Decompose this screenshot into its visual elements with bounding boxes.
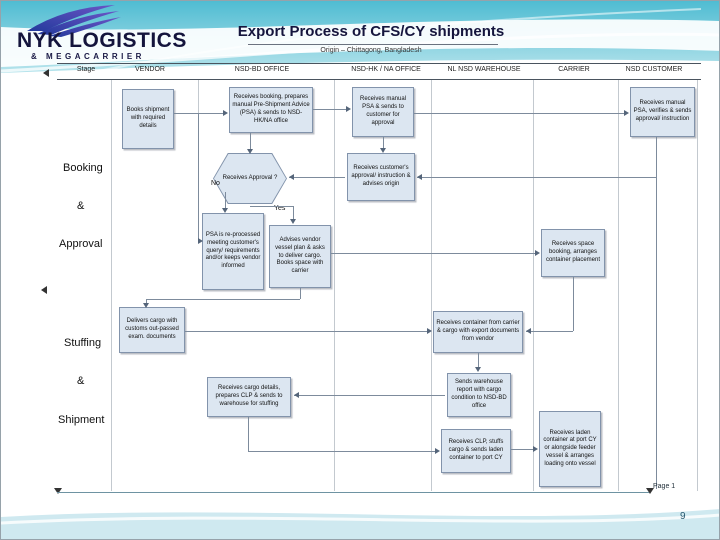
slide-subtitle: Origin – Chittagong, Bangladesh bbox=[320, 47, 422, 54]
lane-header-nsd-hk-na: NSD-HK / NA OFFICE bbox=[351, 66, 421, 73]
flow-node-cargo-details-clp: Receives cargo details, prepares CLP & s… bbox=[207, 377, 291, 417]
flow-node-warehouse-report: Sends warehouse report with cargo condit… bbox=[447, 373, 511, 417]
connector bbox=[198, 113, 199, 241]
top-banner-wave bbox=[1, 1, 719, 79]
connector bbox=[225, 192, 226, 211]
stage-label-amp1: & bbox=[77, 200, 85, 212]
flow-node-psa-reprocessed: PSA is re-processed meeting customer's q… bbox=[202, 213, 264, 290]
lane-divider bbox=[334, 80, 335, 491]
flow-node-delivers-cargo: Delivers cargo with customs out-passed e… bbox=[119, 307, 185, 353]
frame-marker-icon bbox=[41, 286, 47, 294]
title-underline bbox=[248, 44, 498, 45]
connector bbox=[526, 331, 573, 332]
arrowhead-icon bbox=[290, 219, 296, 224]
connector bbox=[573, 277, 574, 331]
lane-header-customer: NSD CUSTOMER bbox=[625, 66, 683, 73]
flow-node-receives-booking: Receives booking, prepares manual Pre-Sh… bbox=[229, 87, 313, 133]
branch-label-yes: Yes bbox=[274, 205, 286, 212]
flow-node-receives-psa: Receives manual PSA & sends to customer … bbox=[352, 87, 414, 137]
frame-marker-icon bbox=[43, 69, 49, 77]
flow-node-books-shipment: Books shipment with required details bbox=[122, 89, 174, 149]
flow-node-receives-container: Receives container from carrier & cargo … bbox=[433, 311, 523, 353]
arrowhead-icon bbox=[435, 448, 440, 454]
arrowhead-icon bbox=[475, 367, 481, 372]
lane-header-stage: Stage bbox=[76, 66, 96, 73]
logo-subtext: & MEGACARRIER bbox=[31, 52, 145, 61]
arrowhead-icon bbox=[380, 148, 386, 153]
flow-node-receives-clp: Receives CLP, stuffs cargo & sends laden… bbox=[441, 429, 511, 473]
arrowhead-icon bbox=[427, 328, 432, 334]
arrowhead-icon bbox=[417, 174, 422, 180]
logo-text: NYK LOGISTICS bbox=[17, 29, 187, 52]
flow-decision-approval-label: Receives Approval ? bbox=[214, 154, 286, 203]
connector bbox=[478, 353, 479, 370]
arrowhead-icon bbox=[143, 303, 149, 308]
stage-label-stuffing: Stuffing bbox=[64, 337, 102, 349]
flow-node-advises-vendor: Advises vendor vessel plan & asks to del… bbox=[269, 225, 331, 288]
connector bbox=[248, 417, 249, 451]
stage-label-amp2: & bbox=[77, 375, 85, 387]
connector bbox=[511, 449, 536, 450]
arrowhead-icon bbox=[526, 328, 531, 334]
slide-title: Export Process of CFS/CY shipments bbox=[237, 23, 505, 40]
lane-divider bbox=[431, 80, 432, 491]
lane-header-nsd-bd: NSD-BD OFFICE bbox=[234, 66, 290, 73]
header-bottom-rule bbox=[57, 79, 701, 80]
arrowhead-icon bbox=[289, 174, 294, 180]
connector bbox=[294, 395, 445, 396]
lane-divider bbox=[697, 80, 698, 491]
bottom-banner-wave bbox=[1, 501, 719, 539]
lane-divider bbox=[618, 80, 619, 491]
nyk-wing-icon bbox=[27, 5, 121, 37]
connector bbox=[289, 177, 345, 178]
connector bbox=[383, 137, 384, 151]
arrowhead-icon bbox=[346, 106, 351, 112]
lane-divider bbox=[533, 80, 534, 491]
frame-marker-icon bbox=[646, 488, 654, 494]
flow-node-laden-container: Receives laden container at port CY or a… bbox=[539, 411, 601, 487]
connector bbox=[417, 177, 656, 178]
flow-node-receives-approval: Receives customer's approval/ instructio… bbox=[347, 153, 415, 201]
connector bbox=[656, 137, 657, 489]
arrowhead-icon bbox=[624, 110, 629, 116]
stage-label-shipment: Shipment bbox=[58, 414, 105, 426]
connector bbox=[250, 133, 251, 151]
header-top-rule bbox=[57, 63, 701, 64]
connector bbox=[313, 109, 349, 110]
arrowhead-icon bbox=[533, 446, 538, 452]
connector bbox=[300, 288, 301, 299]
connector bbox=[146, 299, 147, 305]
arrowhead-icon bbox=[247, 149, 253, 154]
arrowhead-icon bbox=[294, 392, 299, 398]
lane-header-warehouse: NL NSD WAREHOUSE bbox=[447, 66, 521, 73]
lane-divider bbox=[198, 80, 199, 140]
connector bbox=[293, 206, 294, 222]
connector bbox=[174, 113, 226, 114]
connector bbox=[185, 331, 430, 332]
diagram-bottom-rule bbox=[57, 492, 649, 493]
arrowhead-icon bbox=[223, 110, 228, 116]
connector bbox=[250, 206, 293, 207]
connector bbox=[414, 113, 627, 114]
connector bbox=[331, 253, 538, 254]
connector bbox=[146, 299, 300, 300]
lane-header-vendor: VENDOR bbox=[135, 66, 165, 73]
slide-number: 9 bbox=[680, 511, 686, 522]
stage-label-approval: Approval bbox=[59, 238, 103, 250]
branch-label-no: No bbox=[211, 180, 220, 187]
page-label: Page 1 bbox=[653, 483, 676, 490]
arrowhead-icon bbox=[198, 238, 203, 244]
connector bbox=[248, 451, 438, 452]
lane-header-carrier: CARRIER bbox=[558, 66, 590, 73]
lane-divider bbox=[111, 80, 112, 491]
arrowhead-icon bbox=[222, 208, 228, 213]
stage-label-booking: Booking bbox=[63, 162, 103, 174]
flow-node-space-booking: Receives space booking, arranges contain… bbox=[541, 229, 605, 277]
arrowhead-icon bbox=[535, 250, 540, 256]
frame-marker-icon bbox=[54, 488, 62, 494]
flow-node-customer-verifies: Receives manual PSA, verifies & sends ap… bbox=[630, 87, 695, 137]
